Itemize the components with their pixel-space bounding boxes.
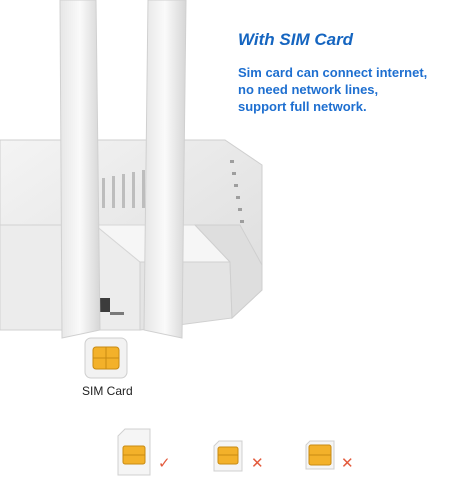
router-sim-slot <box>98 298 124 315</box>
headline: With SIM Card <box>238 30 354 49</box>
nano-sim-icon <box>305 440 335 470</box>
router-antennas <box>59 0 187 339</box>
standard-sim-icon <box>117 428 151 476</box>
sim-card-icon <box>84 337 128 379</box>
micro-sim-icon <box>213 440 243 472</box>
router-image <box>0 0 263 339</box>
check-icon: ✓ <box>158 454 171 472</box>
description: Sim card can connect internet, no need n… <box>238 64 470 115</box>
sim-card-label: SIM Card <box>82 384 133 398</box>
description-line: Sim card can connect internet, <box>238 65 428 80</box>
cross-icon: ✕ <box>341 454 354 472</box>
router-body <box>0 139 263 331</box>
router-indicator-lights <box>230 160 244 223</box>
description-line: support full network. <box>238 99 367 114</box>
description-line: no need network lines, <box>238 82 379 97</box>
cross-icon: ✕ <box>251 454 264 472</box>
